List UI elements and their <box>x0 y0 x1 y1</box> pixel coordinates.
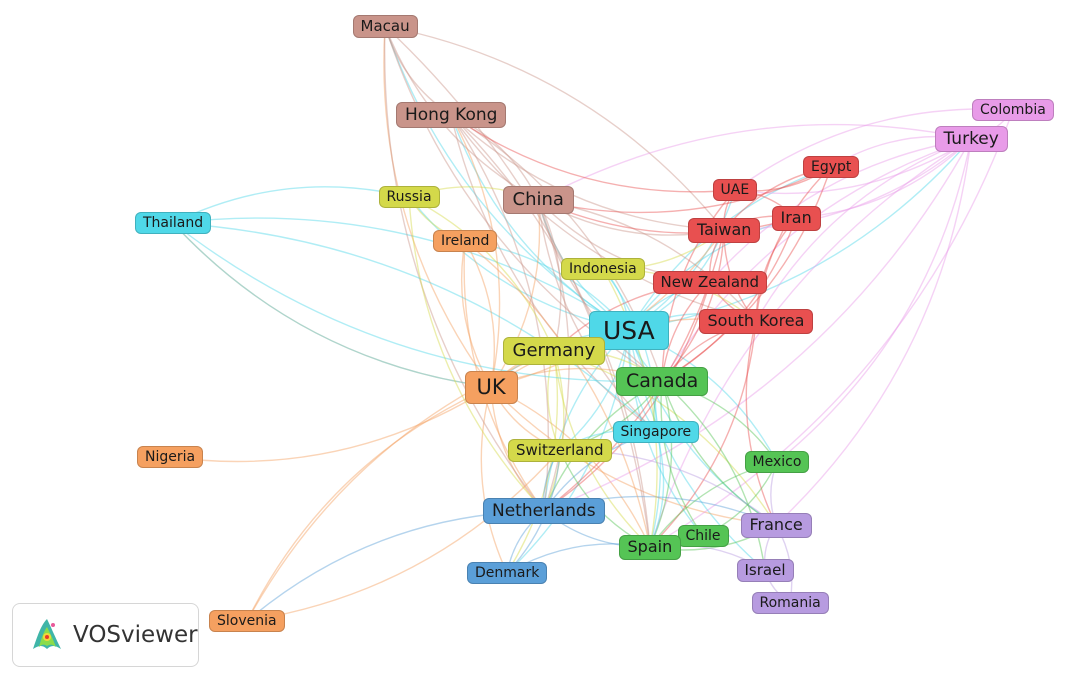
link-turkey-france <box>775 138 972 526</box>
node-romania[interactable]: Romania <box>751 592 829 614</box>
node-spain[interactable]: Spain <box>618 534 682 560</box>
link-germany-russia <box>408 196 555 352</box>
node-iran[interactable]: Iran <box>771 205 821 231</box>
node-macau[interactable]: Macau <box>352 14 418 38</box>
link-usa-thailand <box>172 217 630 331</box>
node-taiwan[interactable]: Taiwan <box>688 217 761 243</box>
link-usa-denmark <box>506 329 630 574</box>
link-thailand-uk <box>172 222 492 388</box>
link-egypt-china <box>537 166 832 214</box>
node-south-korea[interactable]: South Korea <box>698 308 814 334</box>
link-canada-spain <box>649 380 673 548</box>
node-singapore[interactable]: Singapore <box>612 421 700 443</box>
node-indonesia[interactable]: Indonesia <box>561 258 645 280</box>
link-china-germany <box>537 199 562 352</box>
link-usa-iran <box>628 217 797 331</box>
link-indonesia-spain <box>602 268 658 548</box>
link-turkey-canada <box>661 138 972 382</box>
link-slovenia-switzerland <box>246 449 561 622</box>
link-turkey-south-korea <box>755 138 972 322</box>
node-israel[interactable]: Israel <box>736 558 794 582</box>
link-thailand-canada <box>172 222 663 383</box>
link-uk-china <box>490 199 541 388</box>
link-usa-hong-kong <box>450 114 630 331</box>
app-name: VOSviewer <box>73 622 198 648</box>
link-uk-thailand <box>172 222 492 388</box>
link-china-canada <box>537 199 663 382</box>
link-germany-denmark <box>506 350 559 574</box>
link-macau-netherlands <box>383 25 545 512</box>
link-germany-netherlands <box>543 350 565 512</box>
node-switzerland[interactable]: Switzerland <box>508 438 612 462</box>
node-russia[interactable]: Russia <box>378 186 440 208</box>
node-ireland[interactable]: Ireland <box>433 230 498 252</box>
node-germany[interactable]: Germany <box>502 337 606 365</box>
link-china-singapore <box>537 199 657 433</box>
node-uk[interactable]: UK <box>464 370 518 404</box>
link-uae-hong-kong <box>450 114 736 193</box>
node-chile[interactable]: Chile <box>677 525 729 547</box>
link-usa-macau <box>384 25 630 331</box>
link-thailand-singapore <box>172 222 657 433</box>
link-south-korea-spain <box>649 320 757 548</box>
link-thailand-russia <box>172 186 410 224</box>
node-colombia[interactable]: Colombia <box>972 99 1054 121</box>
link-hong-kong-singapore <box>450 114 657 433</box>
link-usa-turkey <box>628 138 972 331</box>
node-egypt[interactable]: Egypt <box>803 156 860 178</box>
node-turkey[interactable]: Turkey <box>934 126 1008 152</box>
link-canada-israel <box>661 380 766 571</box>
link-russia-netherlands <box>408 196 545 512</box>
link-canada-chile <box>660 380 704 537</box>
link-egypt-south-korea <box>755 166 832 322</box>
node-denmark[interactable]: Denmark <box>467 562 548 584</box>
link-macau-taiwan <box>384 25 725 231</box>
node-china[interactable]: China <box>502 186 574 214</box>
node-nigeria[interactable]: Nigeria <box>137 446 204 468</box>
link-turkey-netherlands <box>543 138 972 512</box>
node-france[interactable]: France <box>740 512 812 538</box>
link-new-zealand-netherlands <box>543 281 711 512</box>
link-turkey-uae <box>734 138 972 195</box>
node-netherlands[interactable]: Netherlands <box>483 498 605 524</box>
link-uk-macau <box>383 25 492 388</box>
link-uk-france <box>490 386 777 526</box>
node-new-zealand[interactable]: New Zealand <box>652 270 768 294</box>
node-slovenia[interactable]: Slovenia <box>209 610 285 632</box>
link-uk-nigeria <box>169 386 492 463</box>
node-mexico[interactable]: Mexico <box>744 451 810 473</box>
link-turkey-mexico <box>776 138 972 463</box>
node-hong-kong[interactable]: Hong Kong <box>396 102 507 128</box>
link-uk-denmark <box>480 386 508 574</box>
link-turkey-new-zealand <box>709 138 972 283</box>
vosviewer-logo-icon <box>33 619 61 649</box>
link-uk-slovenia <box>246 386 492 622</box>
link-turkey-china <box>537 123 972 201</box>
link-south-korea-france <box>745 320 777 526</box>
node-uae[interactable]: UAE <box>712 179 758 201</box>
node-canada[interactable]: Canada <box>616 366 709 396</box>
link-hong-kong-south-korea <box>450 114 757 322</box>
vosviewer-logo: VOSviewer <box>12 603 199 667</box>
link-hong-kong-taiwan <box>450 114 725 231</box>
link-usa-israel <box>628 329 766 571</box>
link-ireland-spain <box>464 240 651 548</box>
link-canada-france <box>661 380 777 526</box>
node-thailand[interactable]: Thailand <box>135 212 212 234</box>
link-colombia-spain <box>649 109 1014 548</box>
link-ireland-uk <box>464 240 496 388</box>
